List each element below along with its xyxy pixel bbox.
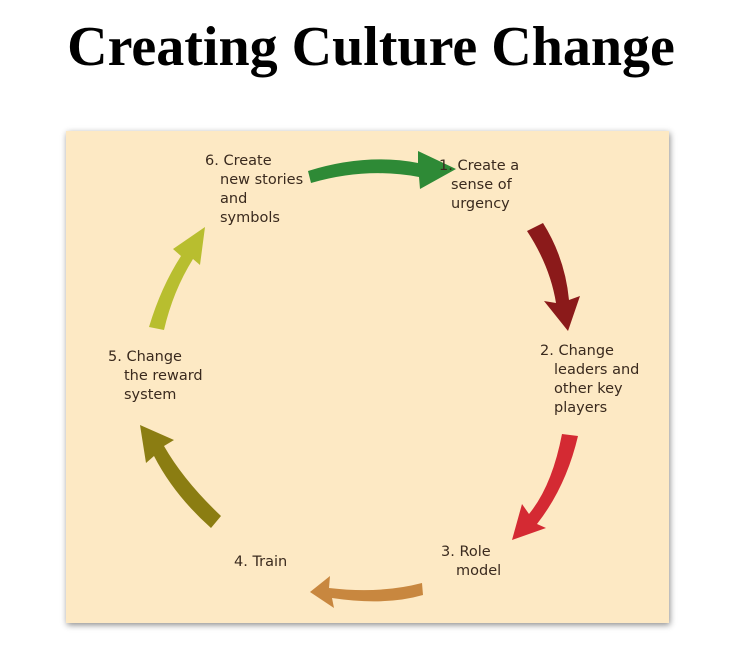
- step-1-line-1: 1. Create a: [439, 158, 519, 174]
- step-2-line-2: leaders and: [554, 362, 639, 378]
- arrow-step3-to-step4: [310, 576, 423, 608]
- arrow-step6-to-step1: [308, 151, 456, 189]
- arrow-step5-to-step6: [149, 227, 205, 330]
- step-3-line-2: model: [456, 563, 501, 579]
- arrow-step4-to-step5: [140, 425, 221, 528]
- culture-change-cycle-diagram: 1. Create a sense of urgency 2. Change l…: [66, 131, 669, 623]
- page-title: Creating Culture Change: [67, 16, 675, 78]
- step-6-line-3: and: [220, 191, 247, 207]
- step-6-line-1: 6. Create: [205, 153, 272, 169]
- diagram-background: [66, 131, 669, 623]
- step-5-label: 5. Change the reward system: [108, 349, 207, 403]
- arrow-step1-to-step2: [527, 223, 580, 331]
- step-3-label: 3. Role model: [441, 544, 501, 579]
- step-2-line-1: 2. Change: [540, 343, 614, 359]
- step-6-label: 6. Create new stories and symbols: [205, 153, 308, 226]
- step-3-line-1: 3. Role: [441, 544, 491, 560]
- step-2-label: 2. Change leaders and other key players: [540, 343, 644, 416]
- step-2-line-3: other key: [554, 381, 623, 397]
- step-5-line-1: 5. Change: [108, 349, 182, 365]
- arrow-step2-to-step3: [512, 434, 578, 540]
- step-5-line-3: system: [124, 387, 176, 403]
- step-6-line-2: new stories: [220, 172, 303, 188]
- step-6-line-4: symbols: [220, 210, 280, 226]
- step-1-line-2: sense of: [451, 177, 513, 193]
- step-4-label: 4. Train: [234, 554, 287, 570]
- step-2-line-4: players: [554, 400, 607, 416]
- step-1-label: 1. Create a sense of urgency: [439, 158, 524, 212]
- step-4-line-1: 4. Train: [234, 554, 287, 570]
- step-5-line-2: the reward: [124, 368, 203, 384]
- step-1-line-3: urgency: [451, 196, 510, 212]
